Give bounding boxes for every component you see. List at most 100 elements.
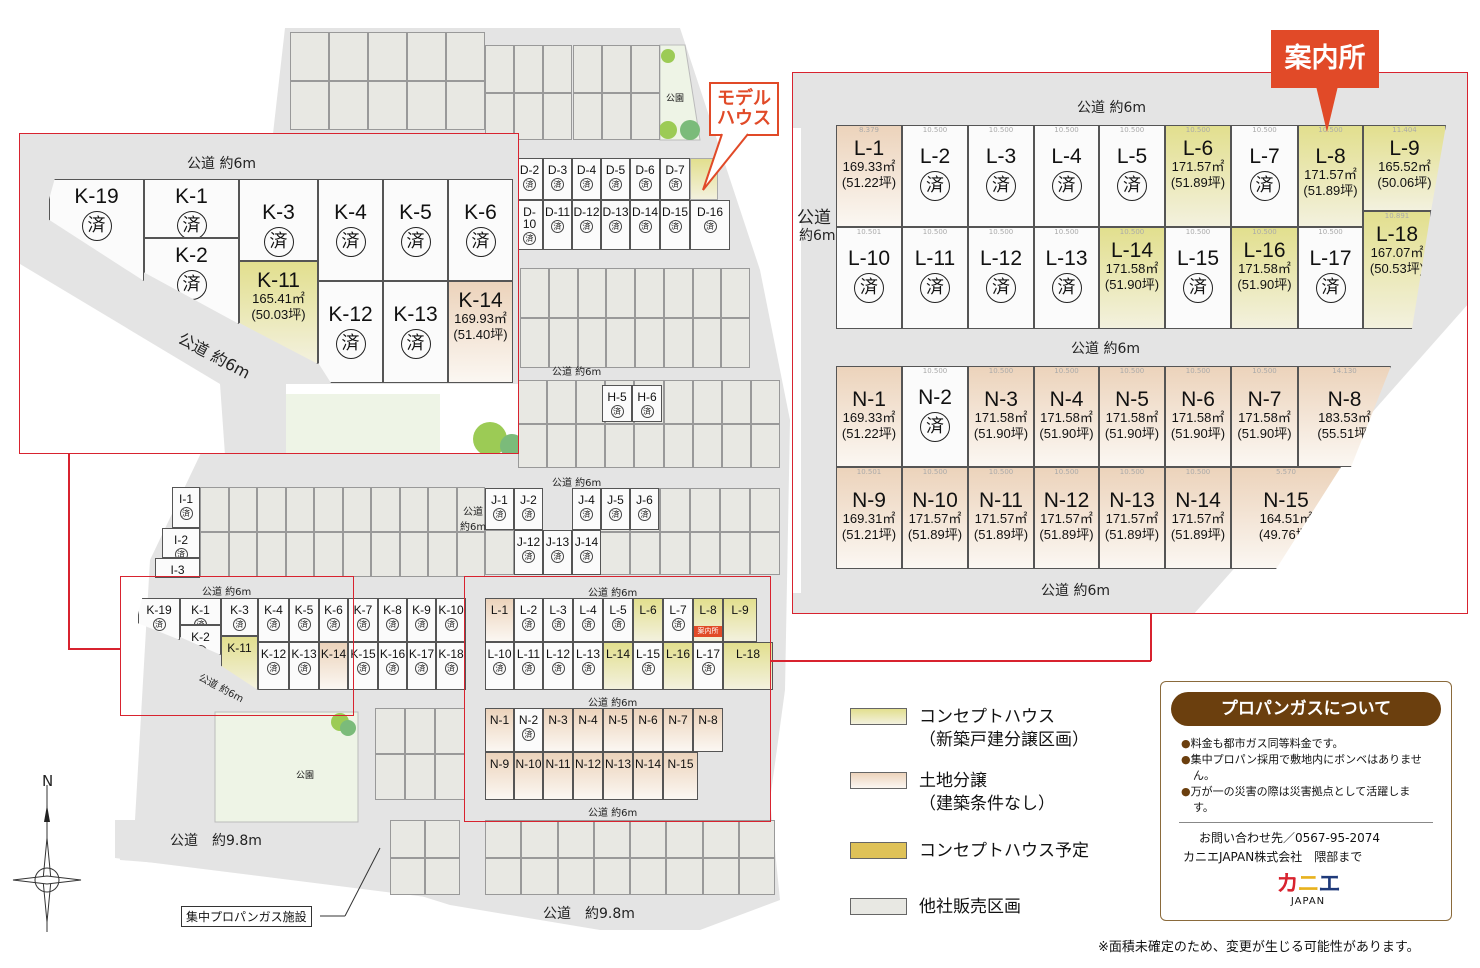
lot-n-5[interactable]: N-5 xyxy=(603,708,633,752)
lot-n-12[interactable]: N-12 xyxy=(573,752,603,800)
lot-n-13[interactable]: N-13 xyxy=(603,752,633,800)
lot-n-11[interactable]: N-11 xyxy=(543,752,573,800)
lot-i-3[interactable]: I-3済 xyxy=(155,558,200,578)
lot-l-14[interactable]: L-14 xyxy=(603,642,633,690)
lot-n-14[interactable]: N-14 xyxy=(633,752,663,800)
lot-l-1[interactable]: L-1 xyxy=(485,598,514,642)
lot-l-9[interactable]: L-9 xyxy=(723,598,757,642)
lot-n-6[interactable]: N-6 xyxy=(633,708,663,752)
lot-l-6[interactable]: L-6 xyxy=(633,598,663,642)
lot-n-4[interactable]: N-4 xyxy=(573,708,603,752)
lot-l-16[interactable]: L-16 xyxy=(663,642,693,690)
lot-n-9[interactable]: N-9 xyxy=(485,752,514,800)
lot-n-7[interactable]: N-7 xyxy=(663,708,693,752)
lot-l-18[interactable]: L-18 xyxy=(723,642,773,690)
lot-k-14[interactable]: K-14 xyxy=(319,642,348,690)
lot-n-8[interactable]: N-8 xyxy=(693,708,723,752)
lot-n-3[interactable]: N-3 xyxy=(543,708,573,752)
lot-n-10[interactable]: N-10 xyxy=(514,752,543,800)
lot-n-1[interactable]: N-1 xyxy=(485,708,514,752)
lot-n-15[interactable]: N-15 xyxy=(663,752,698,800)
